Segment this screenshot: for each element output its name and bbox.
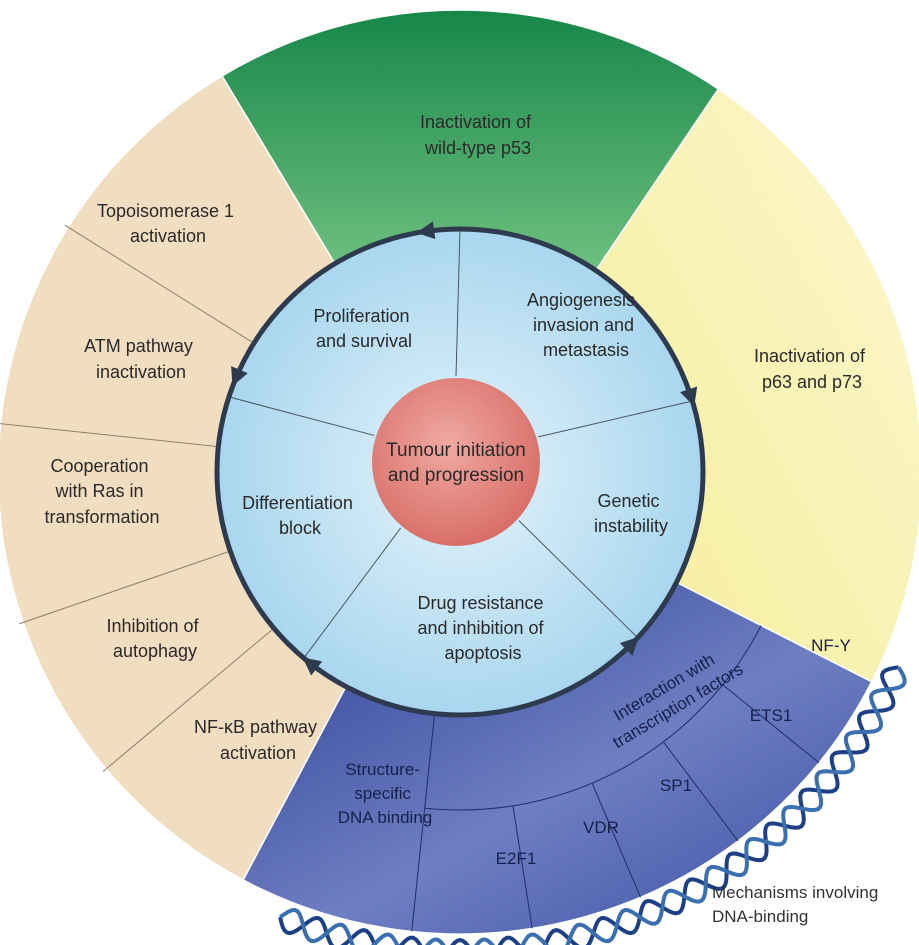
arrow-top bbox=[416, 221, 436, 240]
inner-spoke-5 bbox=[228, 396, 375, 436]
tf-band-arc bbox=[424, 625, 762, 811]
label-topoisomerase: Topoisomerase 1 activation bbox=[97, 201, 239, 246]
label-angiogenesis: Angiogenesis, invasion and metastasis bbox=[527, 290, 645, 360]
tf-divider-3 bbox=[663, 741, 739, 842]
label-atm: ATM pathway inactivation bbox=[84, 336, 198, 382]
arrow-left bbox=[231, 366, 248, 387]
label-proliferation: Proliferation and survival bbox=[313, 306, 414, 351]
label-p53: Inactivation of wild-type p53 bbox=[420, 112, 536, 158]
dna-strand-2 bbox=[279, 666, 907, 945]
inner-spokes bbox=[228, 228, 693, 659]
center-circle bbox=[372, 378, 540, 546]
cycle-arrows bbox=[231, 221, 698, 676]
center-label-line1: Tumour initiation bbox=[386, 440, 526, 461]
cycle-ring bbox=[214, 226, 706, 718]
tf-ets1: ETS1 bbox=[750, 706, 793, 725]
label-ras: Cooperation with Ras in transformation bbox=[44, 456, 159, 527]
tf-e2f1: E2F1 bbox=[496, 849, 537, 868]
label-autophagy: Inhibition of autophagy bbox=[106, 616, 203, 661]
tan-divider-2 bbox=[0, 423, 219, 448]
label-differentiation: Differentiation block bbox=[242, 493, 358, 538]
dna-helix-icon bbox=[278, 665, 907, 945]
inner-spoke-4 bbox=[303, 527, 402, 659]
center-label-line2: and progression bbox=[388, 465, 524, 486]
inner-spoke-1 bbox=[455, 228, 461, 377]
tf-divider-4 bbox=[722, 684, 820, 764]
tf-dividers bbox=[411, 625, 820, 932]
arrow-bottom-right bbox=[619, 636, 639, 656]
inner-spoke-2 bbox=[538, 400, 693, 438]
tan-divider-4 bbox=[102, 627, 275, 772]
tf-divider-structure bbox=[411, 713, 436, 932]
arrow-bottom-left bbox=[302, 657, 323, 676]
tan-divider-1 bbox=[64, 224, 255, 344]
caption-dna-binding: Mechanisms involving DNA-binding bbox=[712, 883, 883, 926]
tf-divider-1 bbox=[512, 805, 533, 929]
tf-vdr: VDR bbox=[583, 818, 619, 837]
tf-nfy: NF-Y bbox=[811, 636, 851, 655]
label-drug-resistance: Drug resistance and inhibition of apopto… bbox=[417, 593, 548, 663]
arrow-right bbox=[680, 386, 698, 407]
label-genetic-instability: Genetic instability bbox=[594, 491, 668, 536]
tf-sp1: SP1 bbox=[660, 776, 692, 795]
tf-divider-2 bbox=[591, 782, 641, 898]
label-p63: Inactivation of p63 and p73 bbox=[754, 346, 870, 392]
outer-ring bbox=[0, 9, 919, 935]
tan-divider-3 bbox=[19, 550, 231, 625]
label-nfkb: NF-κB pathway activation bbox=[194, 717, 322, 763]
label-structure-specific: Structure- specific DNA binding bbox=[338, 760, 433, 827]
outer-dividers bbox=[0, 224, 275, 772]
inner-spoke-3 bbox=[518, 520, 639, 639]
